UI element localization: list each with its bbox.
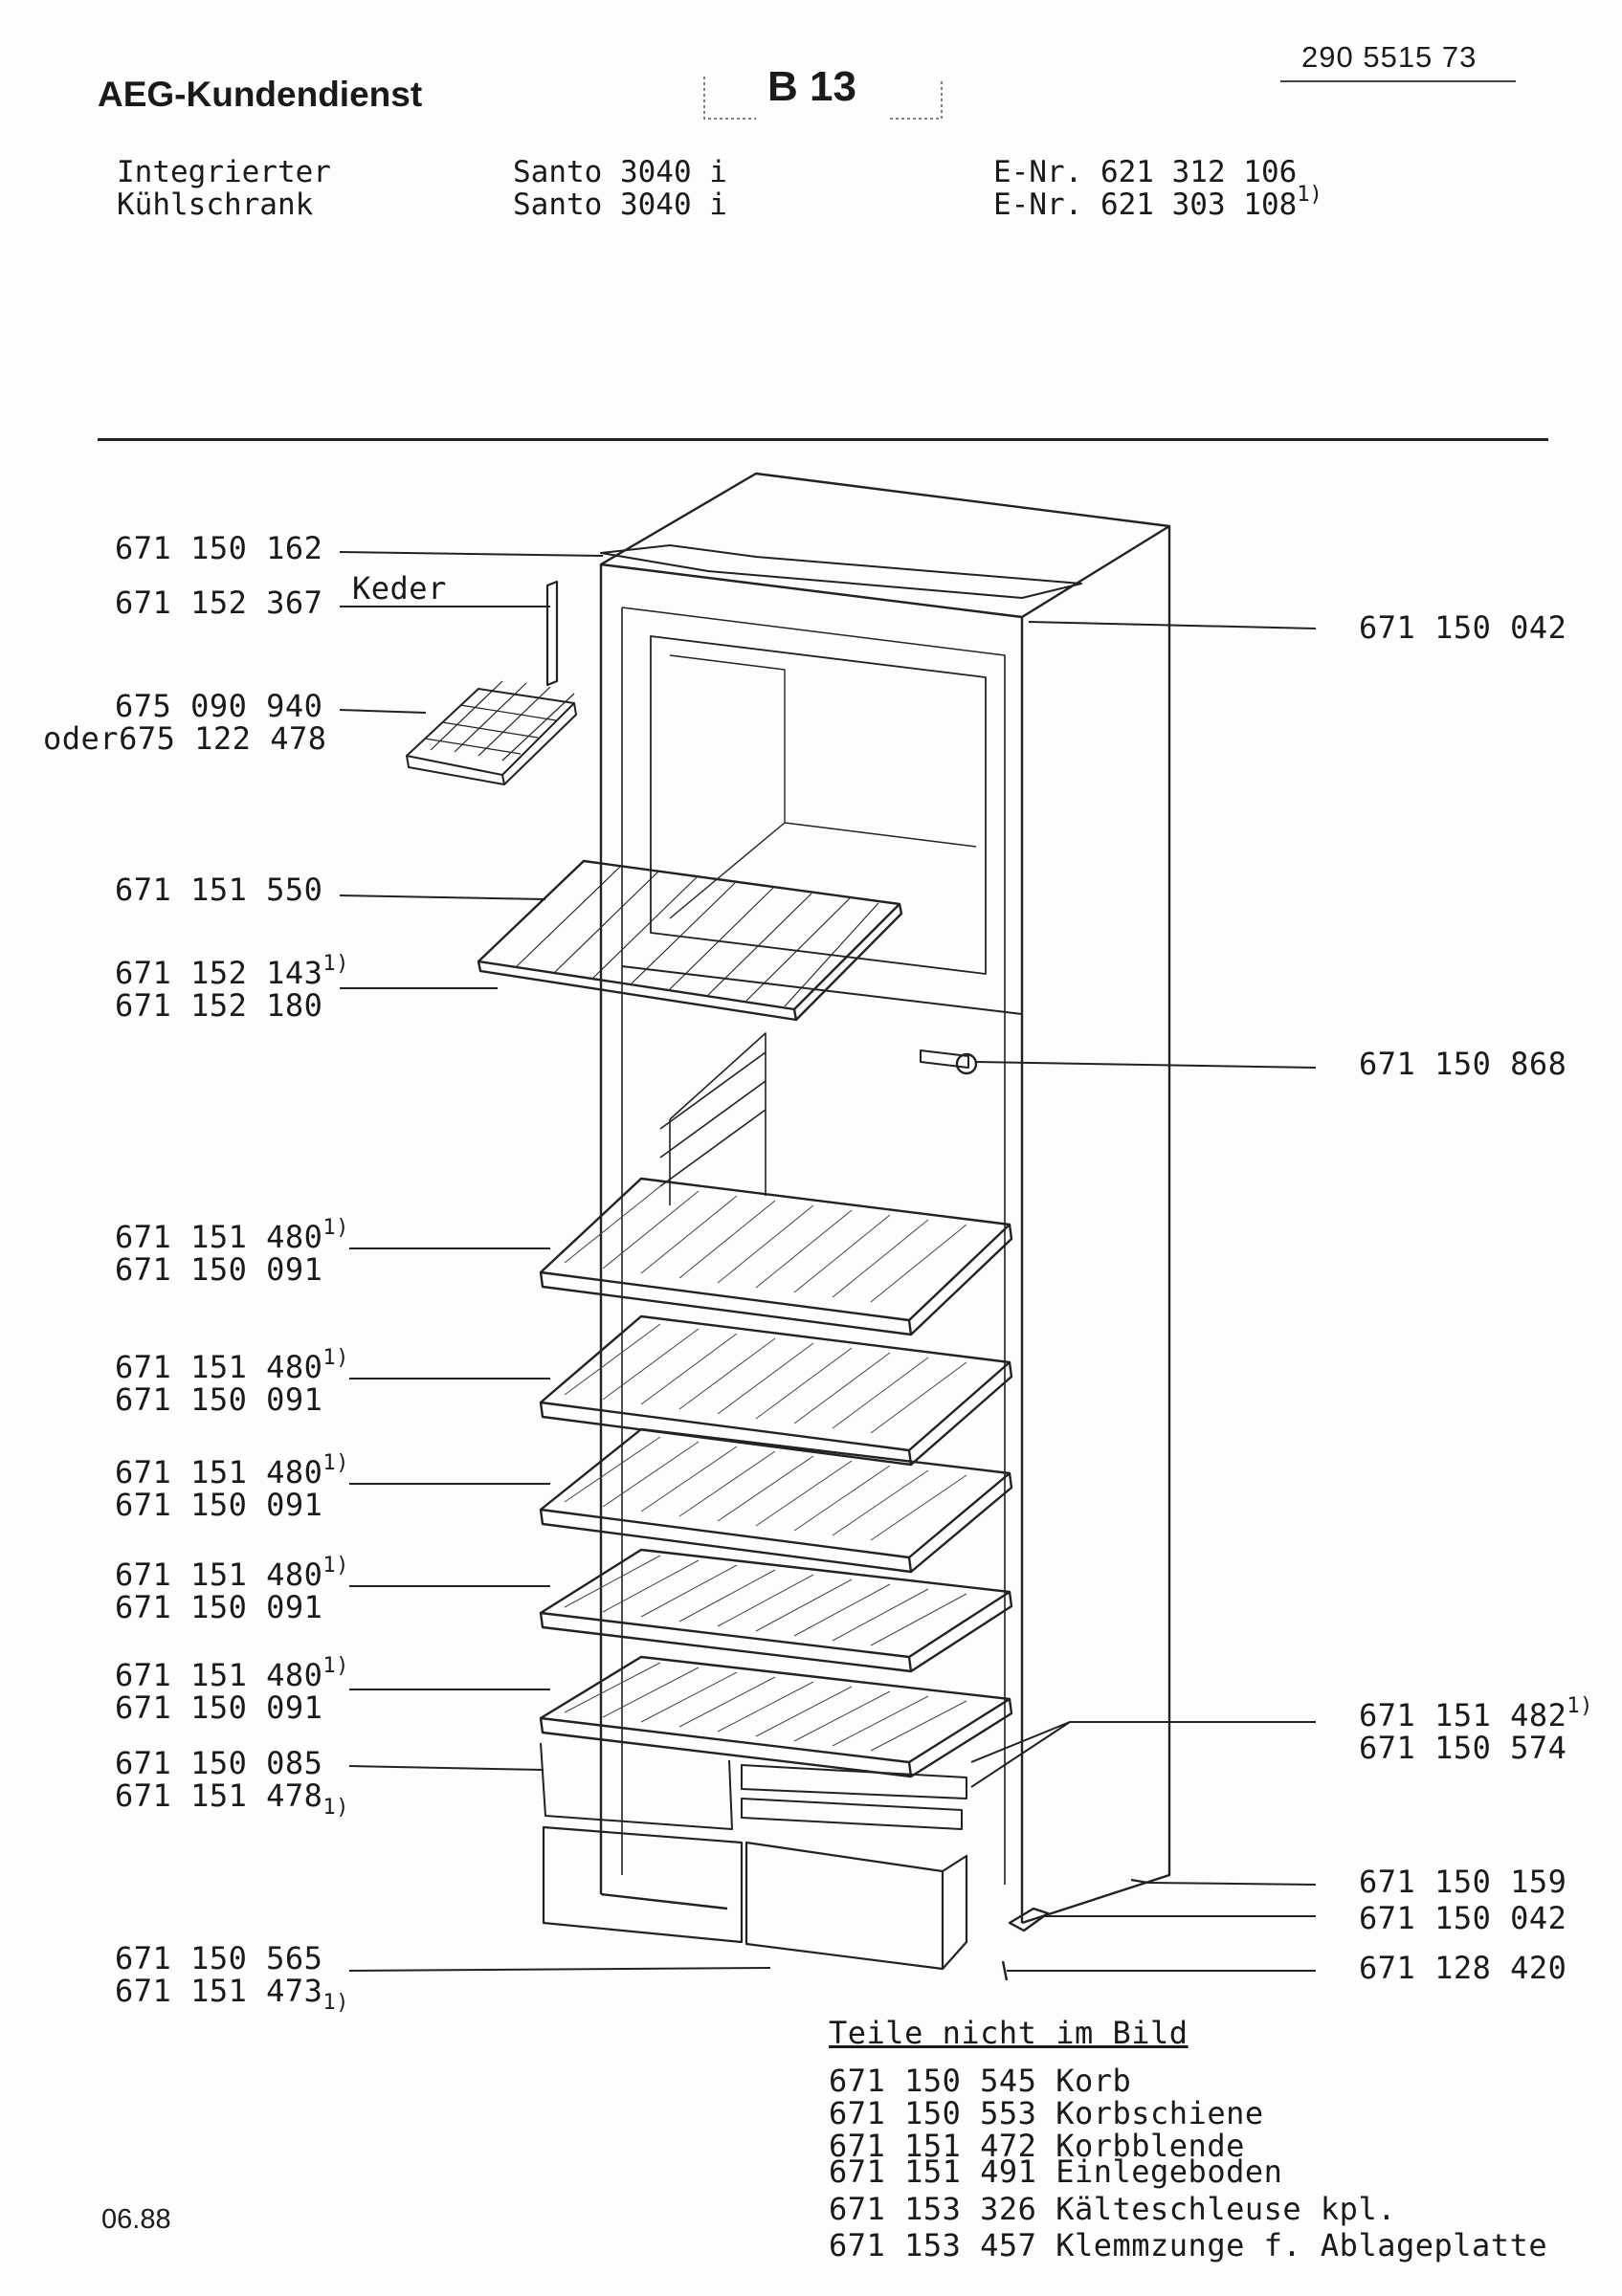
leader-crisper: [348, 1967, 771, 1972]
sheet-number: B 13: [767, 63, 856, 110]
crisper-right: [744, 1841, 968, 1971]
parts-not-shown: Teile nicht im Bild 671 150 545 Korb 671…: [829, 2017, 1547, 2262]
glass-shelf-4: [539, 1548, 1013, 1673]
list-item: 671 150 545 Korb: [829, 2063, 1132, 2099]
leader-top-hinge: [1028, 621, 1317, 629]
callout-thermostat: 671 150 868: [1359, 1046, 1567, 1082]
e-number-line-1: E-Nr. 621 312 106: [993, 155, 1298, 189]
glass-shelf-1: [539, 1177, 1013, 1336]
callout-top-bar: 671 150 162: [115, 530, 323, 566]
freezer-partition: [621, 965, 1023, 1015]
alternative-prefix: oder: [43, 720, 120, 757]
e-number-line-2: E-Nr. 621 303 1081): [993, 183, 1322, 222]
document-number-underline: [1280, 80, 1516, 82]
thermostat-knob: [920, 1049, 969, 1069]
callout-bottom-hinge: 671 150 042: [1359, 1900, 1567, 1936]
freezer-box: [650, 635, 987, 975]
hinge-pin: [1130, 1878, 1149, 1885]
shelf-hatching: [564, 1185, 967, 1752]
callout-door-stop: 671 128 420: [1359, 1950, 1567, 1986]
drawer-cover-right: [741, 1764, 967, 1830]
callout-wire-shelf: 671 151 550: [115, 872, 323, 908]
side-rails: [659, 1032, 767, 1205]
e-numbers: E-Nr. 621 312 106 E-Nr. 621 303 1081): [993, 156, 1322, 221]
cabinet-bottom-edge: [600, 1892, 728, 1910]
leader-ice-tray: [339, 709, 427, 714]
freezer-inner: [669, 654, 977, 919]
brand-title: AEG-Kundendienst: [98, 75, 423, 114]
callout-keder: 671 152 367: [115, 585, 323, 621]
thermostat-dial: [955, 1052, 978, 1075]
model-line-1: Santo 3040 i: [513, 155, 727, 189]
glass-shelf-3: [539, 1427, 1013, 1574]
freezer-wire-shelf-bars: [516, 866, 879, 1007]
glass-shelf-2: [539, 1314, 1013, 1467]
callout-drawer-cover: 671 150 085 671 151 4781): [115, 1745, 349, 1820]
callout-glass-shelf-2: 671 151 4801) 671 150 091: [115, 1346, 349, 1418]
list-item: 671 153 457 Klemmzunge f. Ablageplatte: [829, 2227, 1548, 2263]
freezer-wire-shelf: [477, 859, 903, 1022]
callout-drawer-rail: 671 151 4821) 671 150 574: [1359, 1694, 1593, 1766]
list-item: 671 153 326 Kälteschleuse kpl.: [829, 2191, 1396, 2227]
cabinet-top: [599, 472, 1171, 619]
bottom-hinge: [1008, 1907, 1050, 1932]
list-item: 671 150 553 Korbschiene: [829, 2095, 1264, 2131]
door-stop: [1001, 1960, 1009, 1981]
list-item: 671 151 472 Korbblende: [829, 2128, 1245, 2164]
keder-strip: [545, 580, 559, 687]
callout-glass-shelf-1: 671 151 4801) 671 150 091: [115, 1216, 349, 1288]
product-type-line-1: Integrierter: [117, 155, 331, 189]
leader-drawer-rail-2: [970, 1721, 1071, 1788]
sheet-frame: [703, 77, 943, 120]
callout-glass-shelf-3: 671 151 4801) 671 150 091: [115, 1451, 349, 1523]
callout-shelf-holder: 671 152 1431) 671 152 180: [115, 952, 349, 1024]
ice-tray: [406, 688, 577, 785]
leader-thermostat: [975, 1061, 1317, 1069]
product-type-line-2: Kühlschrank: [117, 188, 314, 222]
callout-glass-shelf-4: 671 151 4801) 671 150 091: [115, 1554, 349, 1625]
parts-not-shown-title: Teile nicht im Bild: [829, 2015, 1189, 2051]
callout-glass-shelf-5: 671 151 4801) 671 150 091: [115, 1654, 349, 1726]
callout-ice-tray: 675 090 940 oder675 122 478: [43, 688, 327, 757]
callout-top-hinge: 671 150 042: [1359, 609, 1567, 646]
model-names: Santo 3040 i Santo 3040 i: [513, 156, 727, 221]
top-bar: [600, 544, 1082, 599]
ice-tray-grid: [424, 680, 575, 762]
leader-wire-shelf: [339, 894, 546, 900]
revision-date: 06.88: [101, 2204, 171, 2235]
keder-label: Keder: [352, 570, 447, 607]
drawer-cover-left: [540, 1742, 733, 1830]
callout-hinge-pin: 671 150 159: [1359, 1864, 1567, 1900]
product-type: Integrierter Kühlschrank: [117, 156, 331, 221]
inner-frame: [621, 607, 1006, 1885]
leader-top-bar: [339, 551, 604, 557]
model-line-2: Santo 3040 i: [513, 188, 727, 222]
cabinet-back-right-edge: [1021, 526, 1171, 1925]
list-item: 671 151 491 Einlegeboden: [829, 2153, 1283, 2190]
crisper-left: [542, 1825, 744, 1944]
document-number: 290 5515 73: [1301, 40, 1478, 74]
leader-hinge-pin: [1147, 1882, 1317, 1886]
header-divider: [98, 438, 1548, 441]
leader-drawer-cover: [348, 1765, 544, 1771]
glass-shelf-5: [539, 1655, 1013, 1778]
callout-crisper: 671 150 565 671 151 4731): [115, 1940, 349, 2015]
footnote-mark: 1): [1297, 183, 1322, 207]
